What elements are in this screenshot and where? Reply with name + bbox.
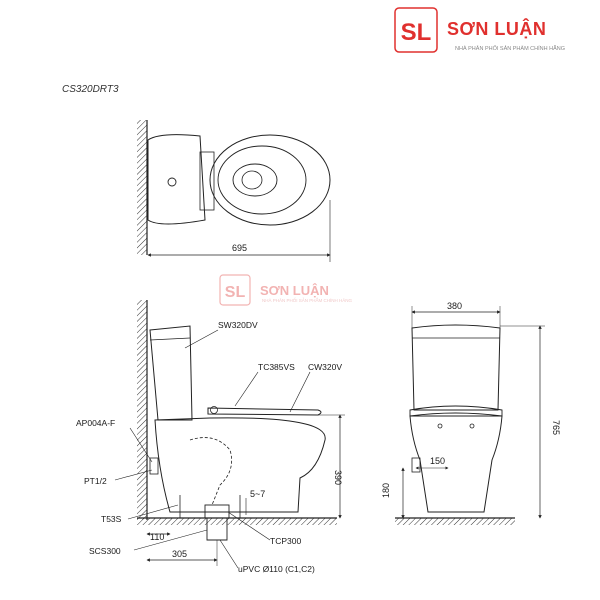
dim-695: 695 <box>232 243 247 253</box>
dim-390: 390 <box>333 470 343 485</box>
dim-gap: 5~7 <box>250 489 265 499</box>
watermark-monogram: SL <box>225 284 246 301</box>
dim-150: 150 <box>430 456 445 466</box>
label-seat: TC385VS <box>258 362 295 372</box>
logo-frame-icon <box>394 7 438 53</box>
label-pipe: uPVC Ø110 (C1,C2) <box>238 564 315 574</box>
tank-outline <box>147 134 206 225</box>
label-bowl: CW320V <box>308 362 342 372</box>
logo-monogram: SL <box>401 19 432 46</box>
angle-valve-icon <box>149 457 159 475</box>
tank-lid-line <box>149 337 191 341</box>
floor-hatch <box>137 518 337 525</box>
side-seat <box>207 407 322 416</box>
front-seat <box>409 405 503 417</box>
watermark: SL SƠN LUẬN NHÀ PHÂN PHỐI SẢN PHẨM CHÍNH… <box>219 274 353 306</box>
front-view: 380 765 150 180 <box>381 301 561 525</box>
leader-valve <box>129 427 153 463</box>
dim-180: 180 <box>381 483 391 498</box>
leader-bowl <box>289 371 311 413</box>
bolt-icon <box>469 423 475 429</box>
dim-380: 380 <box>447 301 462 311</box>
dim-305: 305 <box>172 549 187 559</box>
watermark-name: SƠN LUẬN <box>260 283 329 298</box>
seat-outer <box>209 134 331 226</box>
label-valve: AP004A-F <box>76 418 115 428</box>
label-flange: TCP300 <box>270 536 301 546</box>
floor-flange <box>204 504 230 519</box>
front-floor-hatch <box>395 518 515 525</box>
top-view: 695 <box>137 120 331 262</box>
leader-inlet <box>114 469 153 481</box>
leader-flange <box>227 511 271 541</box>
hinge-outline <box>199 151 215 211</box>
side-bowl <box>154 417 326 513</box>
dim-765: 765 <box>551 420 561 435</box>
dim-110: 110 <box>150 532 164 542</box>
hinge-icon <box>210 406 218 414</box>
leader-bolt <box>127 504 179 520</box>
brand-logo: SL SƠN LUẬN NHÀ PHÂN PHỐI SẢN PHẨM CHÍNH… <box>394 7 565 53</box>
leader-seal <box>133 529 208 551</box>
watermark-logo-icon <box>219 274 251 306</box>
front-bowl <box>409 415 503 513</box>
brand-tagline: NHÀ PHÂN PHỐI SẢN PHẨM CHÍNH HÃNG <box>455 45 565 52</box>
seat-inner <box>217 145 307 215</box>
brand-name: SƠN LUẬN <box>447 18 546 39</box>
front-valve-icon <box>411 457 421 473</box>
wall-hatch <box>137 120 147 255</box>
leader-seat <box>234 371 259 407</box>
label-bolt: T53S <box>101 514 122 524</box>
watermark-tagline: NHÀ PHÂN PHỐI SẢN PHẨM CHÍNH HÃNG <box>262 297 353 303</box>
model-code: CS320DRT3 <box>62 84 119 95</box>
label-tank: SW320DV <box>218 320 258 330</box>
side-tank <box>149 325 193 421</box>
front-tank <box>411 324 501 411</box>
bowl-opening <box>232 163 278 197</box>
label-seal: SCS300 <box>89 546 121 556</box>
flush-button-icon <box>167 177 177 187</box>
leader-pipe <box>219 539 239 569</box>
label-inlet: PT1/2 <box>84 476 107 486</box>
drain-hole <box>241 170 263 190</box>
trapway <box>189 437 233 506</box>
side-wall-hatch <box>137 300 147 520</box>
side-view: SW320DV TC385VS CW320V AP004A-F PT1/2 T5… <box>76 300 345 574</box>
leader-tank <box>184 329 219 349</box>
bolt-icon <box>437 423 443 429</box>
